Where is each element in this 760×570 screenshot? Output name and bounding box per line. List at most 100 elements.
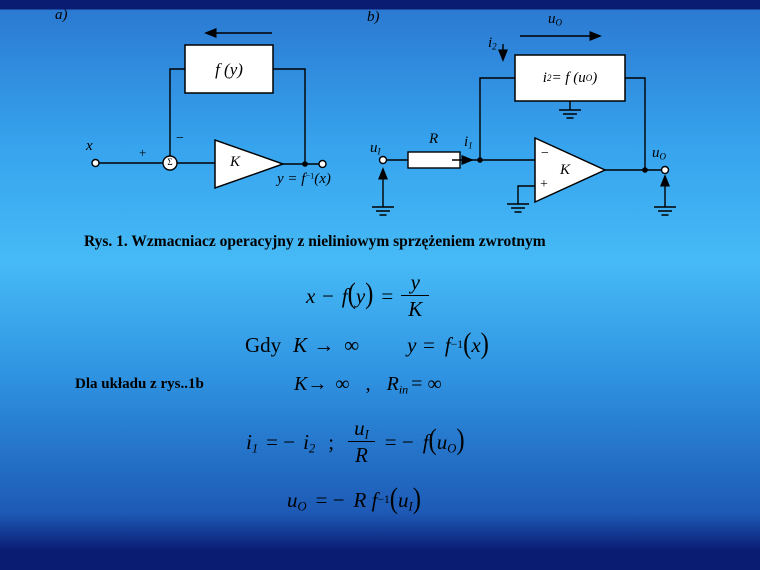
uo-token: uO: [436, 429, 457, 456]
i2-label: i2: [488, 36, 497, 52]
resistor-label: R: [429, 131, 439, 147]
token: u: [354, 416, 365, 440]
paren: ): [480, 328, 489, 361]
opamp-triangle: [534, 136, 607, 204]
denominator: R: [348, 441, 375, 467]
token: x: [471, 333, 481, 358]
ground-symbol: [559, 101, 581, 119]
figure-label-b: b): [367, 9, 380, 25]
token: i: [246, 429, 252, 454]
token: y =: [407, 333, 436, 358]
circuit-a-graphics: [91, 27, 327, 190]
subscript: in: [398, 382, 409, 397]
sigma-symbol: Σ: [167, 157, 173, 167]
wire: [517, 185, 535, 204]
wire: [169, 68, 185, 156]
input-x-label: x: [86, 138, 93, 154]
paren: (: [463, 328, 472, 361]
i2-token: i2: [303, 429, 316, 456]
token: = −: [266, 429, 296, 454]
subscript: O: [297, 499, 307, 514]
token: ,: [365, 373, 371, 395]
token: ;: [328, 429, 335, 454]
paren: ): [456, 424, 465, 457]
inverse-superscript: −1: [305, 171, 315, 181]
subscript: O: [555, 17, 563, 28]
token: =: [381, 283, 394, 308]
token: f: [341, 283, 348, 308]
wire: [625, 77, 646, 170]
paren: ): [365, 278, 374, 311]
paren: (: [428, 424, 437, 457]
summing-junction: [162, 155, 178, 171]
arrow-symbol: →: [307, 373, 328, 395]
equation-5: uO = − R f −1 ( uI ): [287, 483, 421, 516]
token: R f: [353, 488, 378, 513]
subscript: 2: [308, 441, 316, 456]
subscript: 2: [492, 41, 497, 52]
i1-label: i1: [464, 134, 473, 151]
token: x −: [306, 283, 335, 308]
subscript: 1: [468, 140, 473, 151]
rin-token: Rin: [387, 373, 409, 396]
token: i: [464, 134, 469, 150]
token: y: [355, 283, 366, 308]
input-terminal: [378, 155, 388, 165]
opamp-minus-sign: −: [541, 146, 549, 161]
token: i: [303, 429, 309, 454]
token: u: [287, 488, 298, 513]
figure-label-a: a): [55, 7, 68, 23]
amplifier-triangle: [214, 138, 286, 190]
subscript: I: [377, 146, 381, 157]
paren: (: [347, 278, 356, 311]
token: K: [293, 333, 308, 358]
token: u: [398, 488, 409, 513]
token: = −: [384, 429, 414, 454]
ground-symbol: [372, 206, 394, 216]
subscript: O: [447, 441, 457, 456]
equation-3: K → ∞ , Rin = ∞: [294, 373, 442, 396]
opamp-plus-sign: +: [540, 177, 548, 192]
subscript: I: [408, 499, 413, 514]
denominator: K: [401, 295, 430, 321]
token: =: [411, 373, 423, 395]
wire: [479, 77, 515, 160]
ui-token: uI: [398, 488, 413, 514]
uo-token: uO: [287, 488, 307, 514]
infinity-symbol: ∞: [427, 373, 442, 395]
token: = f (: [551, 69, 579, 86]
token: u: [578, 69, 586, 86]
infinity-symbol: ∞: [344, 333, 360, 358]
output-terminal: [318, 159, 327, 169]
infinity-symbol: ∞: [335, 373, 350, 395]
subscript: I: [364, 427, 369, 442]
figure-caption: Rys. 1. Wzmacniacz operacyjny z nielinio…: [84, 233, 546, 250]
token: u: [652, 145, 660, 161]
uo-out-label: uO: [652, 145, 666, 162]
fy-block-label: f (y): [215, 59, 243, 79]
token: R: [386, 373, 399, 395]
equation-2: Gdy K → ∞ y = f −1 ( x ): [245, 328, 489, 361]
paren: (: [389, 483, 399, 516]
condition-label: Dla układu z rys..1b: [75, 376, 204, 392]
feedback-block: [514, 54, 626, 102]
ground-symbol: [507, 203, 529, 213]
junction-dot: [302, 161, 308, 167]
token: f: [444, 333, 451, 358]
token: u: [548, 11, 556, 27]
gain-label-b: K: [560, 162, 571, 178]
arrow-symbol: →: [313, 333, 335, 358]
token: u: [436, 429, 448, 454]
token: Gdy: [245, 333, 282, 358]
ground-symbol: [654, 206, 676, 216]
minus-sign: −: [176, 131, 184, 146]
numerator: y: [410, 270, 420, 294]
output-terminal: [660, 165, 670, 175]
circuit-schematics: [91, 27, 676, 216]
output-equation-a: y = f−1(x): [277, 172, 331, 187]
